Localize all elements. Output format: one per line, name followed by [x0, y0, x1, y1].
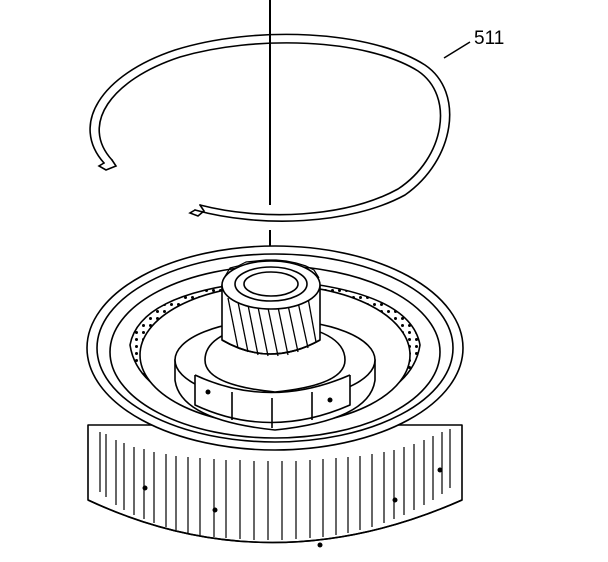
clutch-drum-assembly	[86, 245, 464, 548]
drum-spline-teeth	[99, 429, 451, 540]
callout-leader-line	[443, 41, 471, 59]
snap-ring	[89, 33, 451, 222]
part-number-label: 511	[474, 28, 504, 49]
sun-gear-teeth	[227, 297, 317, 357]
drum-rivets	[142, 467, 443, 548]
